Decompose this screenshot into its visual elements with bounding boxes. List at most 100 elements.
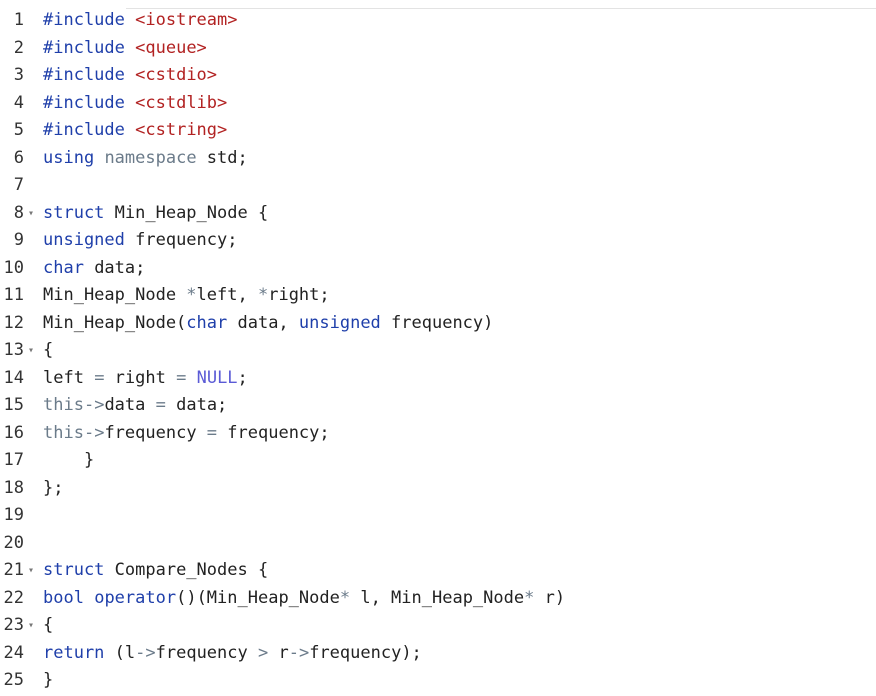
- code-token: return: [43, 642, 105, 663]
- code-token: frequency): [380, 312, 494, 333]
- code-token: left,: [196, 285, 258, 305]
- code-token: unsigned: [298, 312, 381, 333]
- code-token: *: [524, 587, 535, 608]
- fold-arrow-icon[interactable]: ▾: [27, 345, 35, 356]
- code-text: struct Min_Heap_Node {: [43, 200, 268, 228]
- code-token: ->: [288, 642, 310, 663]
- code-token: <cstring>: [135, 120, 228, 140]
- code-token: using: [43, 147, 95, 168]
- code-token: [125, 120, 135, 140]
- line-number: 19: [3, 505, 24, 525]
- line-number: 8: [13, 202, 24, 223]
- code-token: frequency);: [309, 642, 422, 663]
- code-token: struct: [43, 560, 105, 580]
- line-number: 2: [13, 37, 24, 58]
- code-line[interactable]: 23▾{: [0, 612, 876, 640]
- code-text: };: [43, 475, 63, 503]
- code-text: bool operator()(Min_Heap_Node* l, Min_He…: [43, 585, 565, 613]
- code-token: [125, 38, 135, 58]
- line-number: 20: [3, 532, 24, 553]
- line-number: 3: [13, 65, 24, 85]
- code-token: Compare_Nodes {: [104, 560, 269, 580]
- code-line[interactable]: 7: [0, 172, 876, 200]
- code-token: data;: [165, 395, 228, 415]
- code-token: this: [43, 422, 84, 443]
- line-number: 12: [3, 312, 24, 333]
- code-token: [125, 10, 135, 30]
- code-text: #include <cstdlib>: [43, 90, 227, 118]
- code-line[interactable]: 18};: [0, 475, 876, 503]
- code-line[interactable]: 3 #include <cstdio>: [0, 62, 876, 90]
- code-line[interactable]: 5#include <cstring>: [0, 117, 876, 145]
- code-token: *: [257, 285, 269, 305]
- code-text: #include <iostream>: [43, 7, 238, 35]
- code-line[interactable]: 14 left = right = NULL;: [0, 365, 876, 393]
- line-number: 14: [3, 367, 24, 388]
- line-number: 16: [3, 422, 24, 443]
- code-line[interactable]: 4 #include <cstdlib>: [0, 90, 876, 118]
- code-token: #include: [43, 10, 125, 30]
- code-token: <cstdio>: [135, 65, 218, 85]
- code-token: ()(Min_Heap_Node: [176, 587, 340, 608]
- code-token: ;: [237, 367, 248, 388]
- code-token: #include: [43, 92, 125, 113]
- code-token: [125, 93, 135, 113]
- code-token: data: [104, 395, 156, 415]
- code-line[interactable]: 2 #include <queue>: [0, 35, 876, 63]
- code-line[interactable]: 25}: [0, 667, 876, 695]
- line-number: 21: [3, 560, 24, 580]
- code-token: <queue>: [135, 37, 207, 58]
- code-editor[interactable]: 1 #include <iostream> 2 #include <queue> 3 #i…: [0, 7, 876, 695]
- code-token: char: [186, 312, 228, 333]
- line-number: 13: [3, 340, 24, 360]
- code-token: *: [186, 285, 197, 305]
- line-number: 5: [13, 120, 24, 140]
- code-token: =: [176, 367, 187, 388]
- code-token: >: [257, 642, 269, 663]
- line-number: 1: [13, 10, 24, 30]
- fold-arrow-icon[interactable]: ▾: [27, 620, 35, 631]
- code-token: bool: [43, 587, 84, 608]
- code-line[interactable]: 21▾ struct Compare_Nodes {: [0, 557, 876, 585]
- code-token: ->: [135, 642, 156, 663]
- code-text: #include <cstdio>: [43, 62, 217, 90]
- code-token: frequency;: [217, 422, 330, 443]
- code-text: this->frequency = frequency;: [43, 420, 330, 448]
- line-number: 6: [13, 147, 24, 168]
- line-number: 4: [13, 92, 24, 113]
- code-line[interactable]: 20: [0, 530, 876, 558]
- code-token: =: [155, 395, 166, 415]
- code-token: data;: [83, 257, 146, 278]
- code-line[interactable]: 13▾{: [0, 337, 876, 365]
- fold-arrow-icon[interactable]: ▾: [27, 207, 35, 219]
- code-text: #include <queue>: [43, 35, 207, 63]
- code-token: [84, 588, 94, 608]
- code-text: }: [43, 447, 94, 475]
- code-token: this: [43, 395, 84, 415]
- code-token: char: [43, 257, 84, 278]
- code-token: left: [43, 367, 95, 388]
- editor-top-border: [126, 8, 876, 9]
- code-line[interactable]: 16 this->frequency = frequency;: [0, 420, 876, 448]
- code-line[interactable]: 1 #include <iostream>: [0, 7, 876, 35]
- code-token: namespace: [104, 147, 197, 168]
- code-token: =: [94, 367, 105, 388]
- code-token: <cstdlib>: [135, 92, 228, 113]
- code-token: data,: [227, 312, 299, 333]
- code-indent: [43, 450, 84, 470]
- code-text: left = right = NULL;: [43, 365, 248, 393]
- fold-arrow-icon[interactable]: ▾: [27, 565, 35, 576]
- code-token: [94, 148, 104, 168]
- code-line[interactable]: 17 }: [0, 447, 876, 475]
- code-line[interactable]: 8▾ struct Min_Heap_Node {: [0, 200, 876, 228]
- code-token: right;: [268, 285, 330, 305]
- code-line[interactable]: 19: [0, 502, 876, 530]
